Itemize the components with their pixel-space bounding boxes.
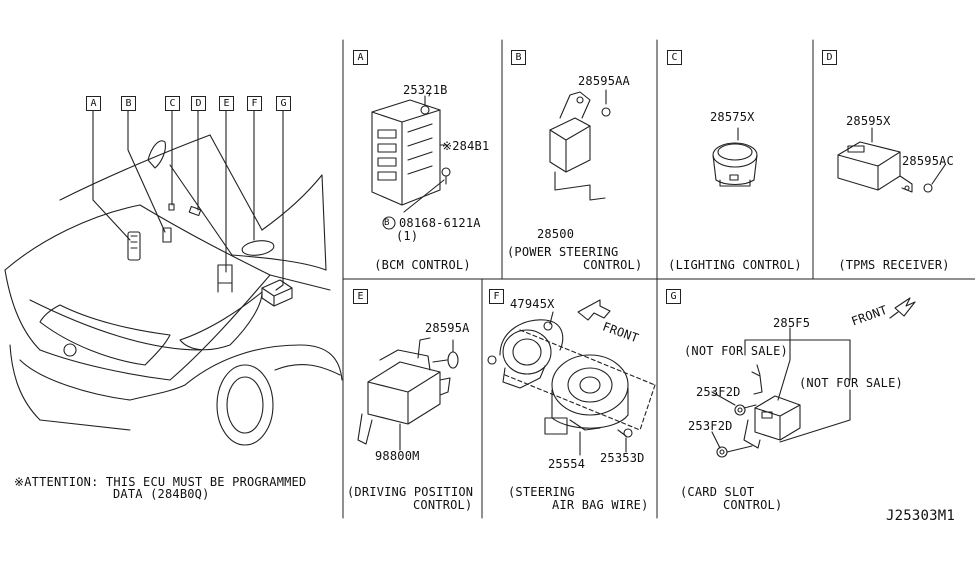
part-number: 47945X <box>510 297 555 311</box>
steering-airbag-drawing <box>487 299 656 456</box>
callout-box-a: A <box>86 96 101 111</box>
part-number: 28575X <box>710 110 755 124</box>
panel-a-letter: A <box>353 50 368 65</box>
panel-caption: (STEERING <box>508 485 575 499</box>
callout-box-f: F <box>247 96 262 111</box>
attention-line-2: DATA (284B0Q) <box>113 487 210 501</box>
not-for-sale-note: (NOT FOR SALE) <box>799 376 903 390</box>
callout-box-d: D <box>191 96 206 111</box>
part-number: 285F5 <box>773 316 811 330</box>
panel-c-letter: C <box>667 50 682 65</box>
panel-caption: (CARD SLOT <box>680 485 755 499</box>
part-number: 25321B <box>403 83 448 97</box>
callout-box-c: C <box>165 96 180 111</box>
panel-caption: CONTROL) <box>583 258 643 272</box>
card-slot-drawing <box>711 297 916 458</box>
panel-grid <box>342 39 975 519</box>
vehicle-illustration <box>4 110 343 446</box>
panel-caption: (DRIVING POSITION <box>347 485 474 499</box>
part-number: 25554 <box>548 457 586 471</box>
not-for-sale-note: (NOT FOR SALE) <box>684 344 788 358</box>
callout-box-g: G <box>276 96 291 111</box>
part-number: ※284B1 <box>442 139 490 153</box>
part-number: 28595X <box>846 114 891 128</box>
attention-line-1: ※ATTENTION: THIS ECU MUST BE PROGRAMMED <box>14 475 307 489</box>
part-number: 28595A <box>425 321 470 335</box>
panel-g-letter: G <box>666 289 681 304</box>
panel-caption: (POWER STEERING <box>507 245 619 259</box>
driving-position-drawing <box>357 337 459 451</box>
panel-caption: (TPMS RECEIVER) <box>838 258 950 272</box>
panel-f-letter: F <box>489 289 504 304</box>
callout-box-e: E <box>219 96 234 111</box>
bcm-drawing <box>371 92 451 230</box>
panel-caption: CONTROL) <box>723 498 783 512</box>
panel-d-letter: D <box>822 50 837 65</box>
part-number: 28595AA <box>578 74 630 88</box>
panel-caption: AIR BAG WIRE) <box>552 498 649 512</box>
part-number: 253F2D <box>696 385 741 399</box>
power-steering-drawing <box>549 89 611 201</box>
panel-b-letter: B <box>511 50 526 65</box>
panel-e-letter: E <box>353 289 368 304</box>
bolt-mark-b: B <box>384 218 390 228</box>
part-number: 253F2D <box>688 419 733 433</box>
part-number: 98800M <box>375 449 420 463</box>
part-number: 25353D <box>600 451 645 465</box>
callout-box-b: B <box>121 96 136 111</box>
tpms-receiver-drawing <box>837 127 946 193</box>
panel-caption: (LIGHTING CONTROL) <box>668 258 802 272</box>
part-number: 28500 <box>537 227 575 241</box>
part-number: 08168-6121A <box>399 216 481 230</box>
part-number: 28595AC <box>902 154 954 168</box>
diagram-id: J25303M1 <box>886 508 956 524</box>
panel-caption: (BCM CONTROL) <box>374 258 471 272</box>
lighting-control-drawing <box>712 127 758 187</box>
quantity-label: (1) <box>396 229 419 243</box>
panel-caption: CONTROL) <box>413 498 473 512</box>
